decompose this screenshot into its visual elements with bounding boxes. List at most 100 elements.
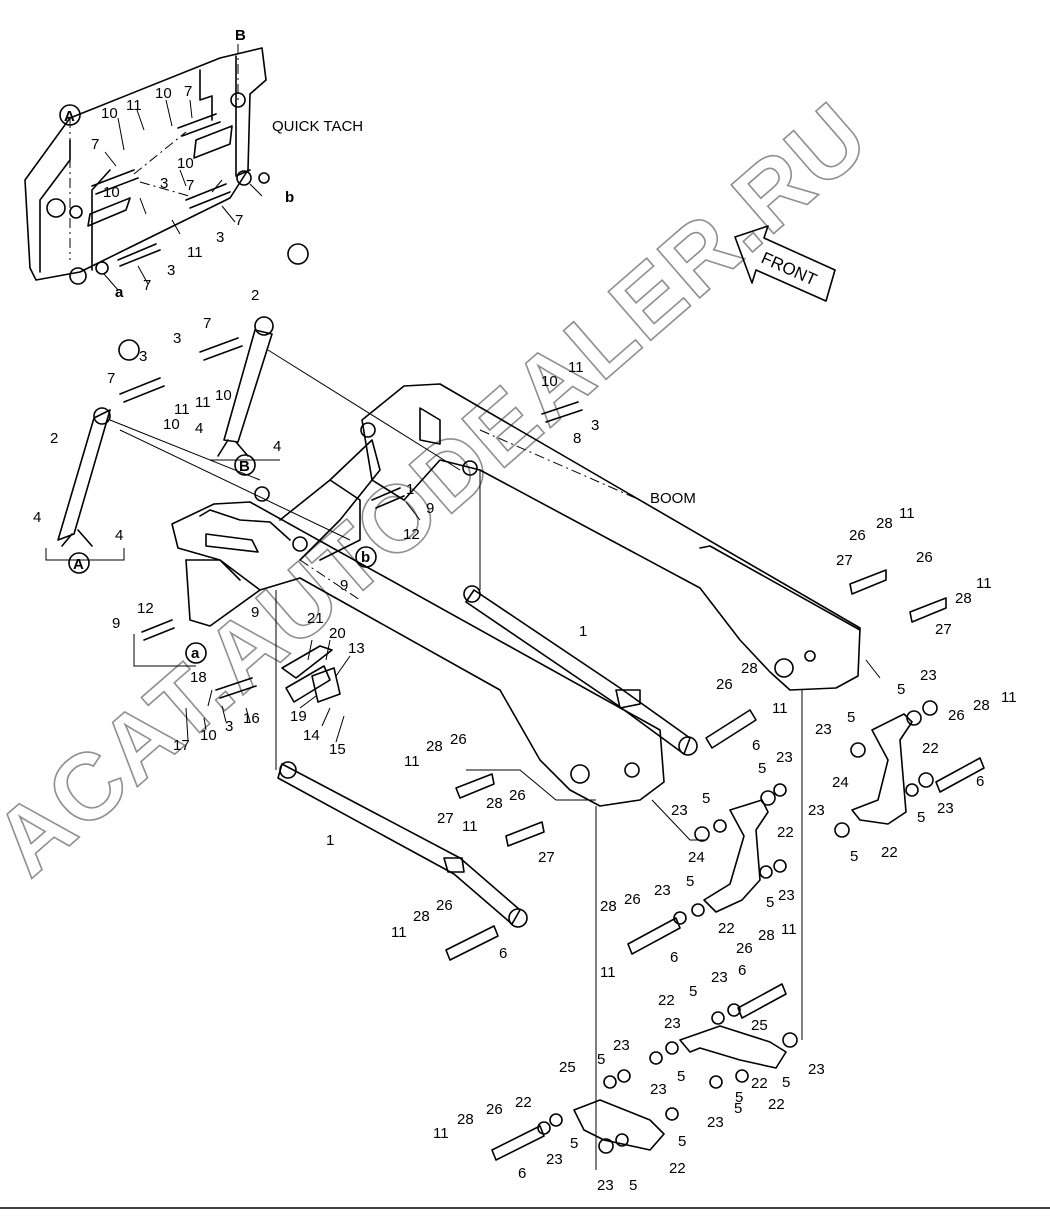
callout: 6: [738, 962, 746, 979]
callout: 3: [139, 348, 147, 365]
callout: 7: [203, 315, 211, 332]
callout: 5: [686, 873, 694, 890]
callout: 26: [736, 940, 753, 957]
callout: 5: [782, 1074, 790, 1091]
callout: 22: [751, 1075, 768, 1092]
callout: 5: [850, 848, 858, 865]
callout: 28: [973, 697, 990, 714]
callout: 23: [808, 802, 825, 819]
callout: 26: [624, 891, 641, 908]
callout: 10: [103, 184, 120, 201]
callout: 11: [391, 924, 407, 941]
callout: 22: [768, 1096, 785, 1113]
marker-B-mid: [234, 454, 256, 476]
empty-callout-circle: [287, 243, 309, 265]
callout: 23: [808, 1061, 825, 1078]
callout: 13: [348, 640, 365, 657]
section-markers: A B a b B A a b: [59, 27, 377, 664]
callout: 27: [437, 810, 454, 827]
callout: 11: [568, 359, 584, 376]
callout: 5: [629, 1177, 637, 1194]
callout: 23: [937, 800, 954, 817]
callout: 16: [243, 710, 260, 727]
callout: 28: [457, 1111, 474, 1128]
callout: 26: [916, 549, 933, 566]
callout: 24: [832, 774, 849, 791]
callout: 26: [849, 527, 866, 544]
callout: 10: [163, 416, 180, 433]
callout: 6: [518, 1165, 526, 1182]
callout: 3: [167, 262, 175, 279]
callout: 25: [559, 1059, 576, 1076]
callout: 26: [716, 676, 733, 693]
callout: 22: [881, 844, 898, 861]
callout: 11: [174, 401, 190, 418]
callout: 7: [235, 212, 243, 229]
link-assemblies: [537, 700, 938, 1154]
callout: 7: [186, 177, 194, 194]
callout: 4: [115, 527, 123, 544]
callout: 6: [670, 949, 678, 966]
callout: 26: [450, 731, 467, 748]
marker-A-top-label: A: [64, 108, 75, 125]
callout: 26: [948, 707, 965, 724]
callout: 28: [600, 898, 617, 915]
callout: 28: [426, 738, 443, 755]
callout: 4: [33, 509, 41, 526]
callout: 23: [654, 882, 671, 899]
tilt-cylinders: [45, 316, 461, 561]
callout: 28: [486, 795, 503, 812]
callout: 3: [160, 175, 168, 192]
callout: 22: [718, 920, 735, 937]
callout: 23: [920, 667, 937, 684]
callout: 5: [678, 1133, 686, 1150]
callout: 10: [541, 373, 558, 390]
callout: 28: [955, 590, 972, 607]
callout: 11: [772, 700, 788, 717]
rear-pins: [445, 401, 985, 1161]
callout: 11: [781, 921, 797, 938]
callout: 11: [976, 575, 992, 592]
callout: 5: [734, 1100, 742, 1117]
callout: 22: [669, 1160, 686, 1177]
marker-A-top: [59, 104, 81, 126]
callout: 4: [273, 438, 281, 455]
marker-a-mid: [185, 642, 207, 664]
callout: 10: [101, 105, 118, 122]
part-callouts: 10 11 10 7 7 10 3 7 10 3 11 3 7 7 2 3 7 …: [33, 83, 1017, 1194]
callout: 3: [225, 718, 233, 735]
callout: 1: [406, 481, 414, 498]
callout: 23: [778, 887, 795, 904]
callout: 27: [836, 552, 853, 569]
quick-tach-caption: QUICK TACH: [272, 118, 363, 135]
callout: 22: [777, 824, 794, 841]
marker-a-mid-label: a: [191, 645, 200, 662]
callout: 9: [112, 615, 120, 632]
callout: 10: [215, 387, 232, 404]
callout: 4: [195, 420, 203, 437]
callout: 5: [677, 1068, 685, 1085]
callout: 2: [251, 287, 259, 304]
callout: 12: [137, 600, 154, 617]
callout: 23: [707, 1114, 724, 1131]
callout: 26: [486, 1101, 503, 1118]
callout: 18: [190, 669, 207, 686]
callout: 5: [689, 983, 697, 1000]
callout: 11: [126, 97, 142, 114]
marker-A-mid-label: A: [73, 556, 84, 573]
boom-caption: BOOM: [650, 490, 696, 507]
callout: 28: [758, 927, 775, 944]
callout: 11: [433, 1125, 449, 1142]
callout: 22: [515, 1094, 532, 1111]
callout: 15: [329, 741, 346, 758]
watermark: ACAT.AUTODEALER.RU: [0, 81, 888, 896]
callout: 28: [413, 908, 430, 925]
callout: 14: [303, 727, 320, 744]
callout: 23: [776, 749, 793, 766]
callout: 11: [462, 818, 478, 835]
callout: 20: [329, 625, 346, 642]
callout: 24: [688, 849, 705, 866]
callout: 5: [702, 790, 710, 807]
